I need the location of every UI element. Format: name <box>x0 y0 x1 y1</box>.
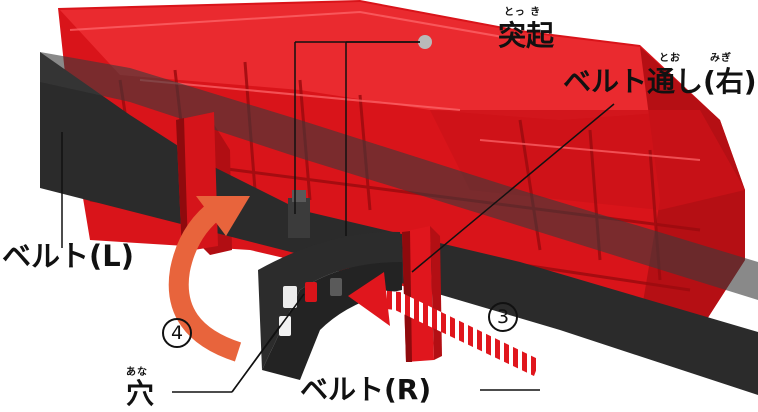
slide-arrow-icon <box>348 272 540 376</box>
hole-2 <box>305 282 317 302</box>
belt-loop-right-label: ベルト通し(右) <box>563 65 757 98</box>
leader-lines <box>61 41 615 393</box>
hole-ruby: あな <box>126 367 148 378</box>
hole-label: 穴 <box>126 377 155 410</box>
rotate-arrow-icon <box>168 196 250 362</box>
protrusion-ruby: とっ き <box>504 7 542 18</box>
belt-left-label: ベルト(L) <box>2 239 134 273</box>
belt-right-label: ベルト(R) <box>300 373 432 406</box>
belt-loop-right-ruby-kan: とお <box>659 53 681 64</box>
step-4-badge: 4 <box>162 318 192 348</box>
hole-1 <box>283 286 297 308</box>
step-3-badge: 3 <box>488 302 518 332</box>
belt-loop-right-ruby-right: みぎ <box>710 53 732 64</box>
belt-left <box>40 52 758 395</box>
protrusion-label: 突起 <box>498 19 555 52</box>
belt-loop-right-shape <box>402 226 442 362</box>
